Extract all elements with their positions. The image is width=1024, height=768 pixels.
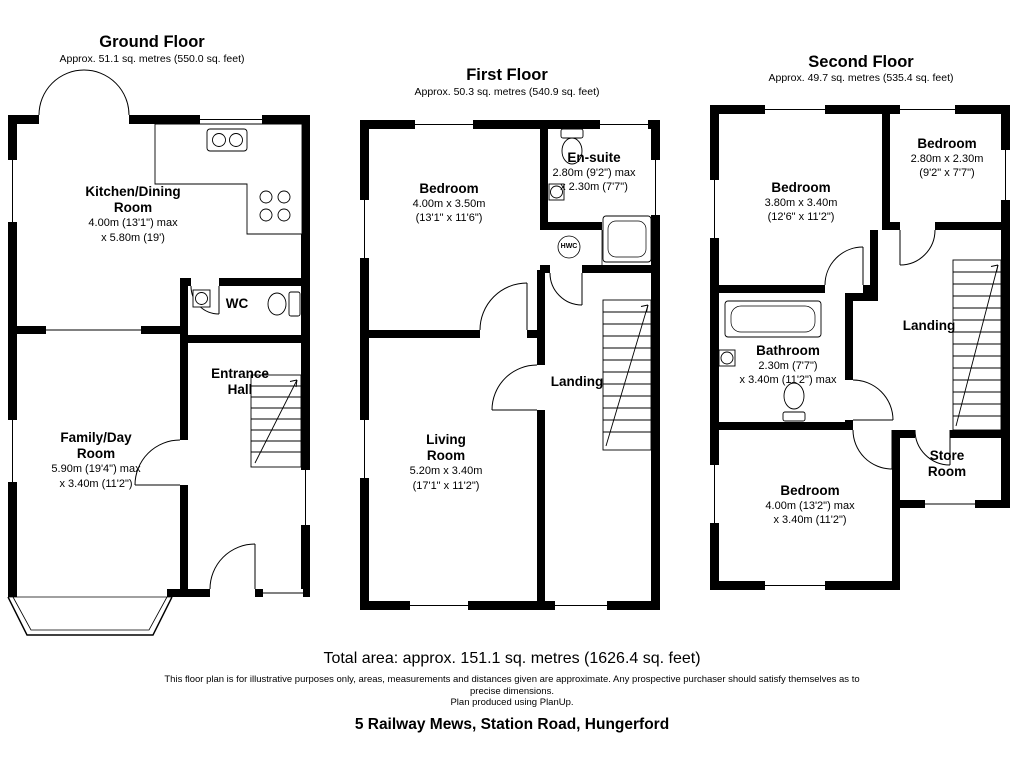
second-floor-title: Second Floor [808,53,914,71]
ground-floor-area: Approx. 51.1 sq. metres (550.0 sq. feet) [59,53,245,65]
room-dim: 5.20m x 3.40m [409,465,483,478]
room-dim: x 2.30m (7'7") [560,181,628,194]
ground-door-arcs [38,69,256,590]
room-label-bedroom2-left: Bedroom 3.80m x 3.40m (12'6" x 11'2") [765,180,838,225]
first-windows [360,120,660,610]
room-name: Room [113,200,153,216]
first-floor-area: Approx. 50.3 sq. metres (540.9 sq. feet) [414,86,600,98]
room-label-bathroom: Bathroom 2.30m (7'7") x 3.40m (11'2") ma… [740,343,837,388]
room-dim: 2.30m (7'7") [758,360,818,373]
kitchen-sink-icon [206,128,248,152]
room-name: Living [426,432,466,447]
basin-icon [192,289,211,308]
room-dim: x 3.40m (11'2") [59,477,133,490]
first-walls [360,120,660,610]
room-dim: 5.90m (19'4") max [51,463,141,476]
room-label-wc: WC [226,296,249,312]
room-label-ensuite: En-suite 2.80m (9'2") max x 2.30m (7'7") [552,150,635,195]
total-area-text: Total area: approx. 151.1 sq. metres (16… [323,650,701,667]
room-dim: (12'6" x 11'2") [767,211,835,224]
bathtub-icon [602,215,652,263]
room-name: Landing [550,374,604,389]
bay-window [7,596,173,636]
toilet-icon [782,382,806,422]
room-label-living-room: Living Room 5.20m x 3.40m (17'1" x 11'2"… [410,432,483,493]
room-dim: 4.00m (13'2") max [765,500,855,513]
room-dim: x 3.40m (11'2") [773,514,847,527]
room-label-landing-first: Landing [551,374,604,390]
ground-windows [8,115,310,597]
room-name: Room [76,446,116,462]
room-dim: 4.00m x 3.50m [412,198,486,211]
stairs-icon [952,259,1002,431]
room-dim: 3.80m x 3.40m [764,197,838,210]
hwc-cupboard [557,230,603,265]
second-windows [710,105,1010,590]
room-dim: 4.00m (13'1") max [88,217,178,230]
room-name: Store [929,448,965,463]
room-dim: (17'1" x 11'2") [412,479,480,492]
bathtub-icon [724,300,822,338]
kitchen-counter [154,123,303,235]
room-label-bedroom-bottom: Bedroom 4.00m (13'2") max x 3.40m (11'2"… [765,483,854,528]
room-label-kitchen: Kitchen/Dining Room 4.00m (13'1") max x … [85,184,180,245]
room-dim: x 3.40m (11'2") max [739,374,837,387]
room-name: Bedroom [780,483,840,498]
producer-note: Plan produced using PlanUp. [450,697,574,708]
room-dim: 2.80m (9'2") max [552,167,636,180]
room-name: Landing [902,318,956,333]
room-name: WC [225,296,249,311]
first-floor-title: First Floor [466,66,548,84]
stairs-icon [250,374,302,468]
room-name: Bathroom [756,343,820,358]
room-label-bedroom2-right: Bedroom 2.80m x 2.30m (9'2" x 7'7") [911,136,984,181]
basin-icon [548,183,565,201]
first-door-arcs [479,272,583,411]
toilet-icon [560,128,584,165]
room-name: Bedroom [419,181,479,196]
ground-floor-title: Ground Floor [99,33,205,51]
room-label-family-day-room: Family/Day Room 5.90m (19'4") max x 3.40… [51,430,140,491]
second-door-arcs [824,229,951,470]
room-dim: (13'1" x 11'6") [415,212,483,225]
room-label-bedroom-first: Bedroom 4.00m x 3.50m (13'1" x 11'6") [413,181,486,226]
room-label-store-room: Store Room [928,448,966,480]
room-name: Kitchen/Dining [85,184,181,199]
room-label-landing-second: Landing [903,318,956,334]
ground-floor-drawing [7,69,310,636]
room-dim: x 5.80m (19') [101,231,165,244]
room-name: Hall [227,382,253,398]
room-dim: (9'2" x 7'7") [919,167,975,180]
first-floor-drawing [360,120,660,610]
room-name: Bedroom [771,180,831,195]
hwc-label: HWC [560,243,578,250]
room-name: Family/Day [60,430,132,445]
property-address: 5 Railway Mews, Station Road, Hungerford [354,716,670,733]
room-name: Bedroom [917,136,977,151]
room-dim: 2.80m x 2.30m [910,153,984,166]
room-name: En-suite [567,150,621,165]
toilet-icon [267,291,301,317]
room-name: Room [927,464,967,480]
second-floor-drawing [710,105,1010,590]
room-label-entrance-hall: Entrance Hall [211,366,269,398]
stairs-icon [602,299,652,451]
basin-icon [718,349,736,367]
second-floor-area: Approx. 49.7 sq. metres (535.4 sq. feet) [768,72,954,84]
stove-icon [259,190,291,222]
disclaimer-text: This floor plan is for illustrative purp… [164,674,860,697]
room-name: Entrance [211,366,269,381]
room-name: Room [426,448,466,464]
